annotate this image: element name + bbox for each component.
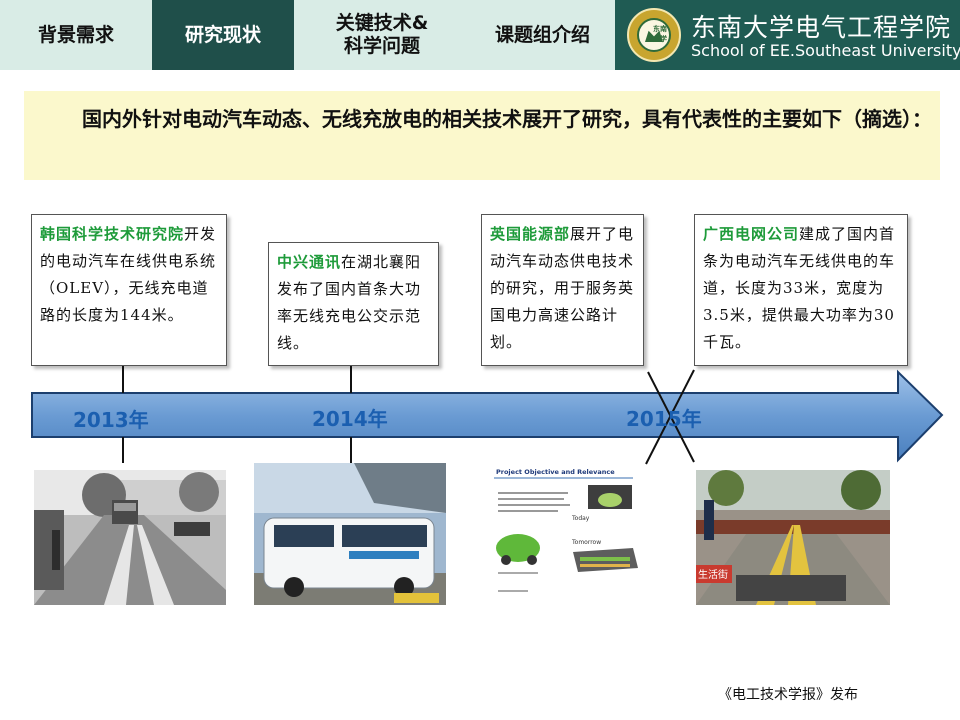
- event-org-zte: 中兴通讯: [277, 253, 342, 271]
- tab-background-label: 背景需求: [37, 23, 114, 46]
- intro-box: 国内外针对电动汽车动态、无线充放电的相关技术展开了研究，具有代表性的主要如下（摘…: [24, 91, 940, 180]
- slide-today: Today: [571, 515, 590, 522]
- event-box-kaist: 韩国科学技术研究院开发的电动汽车在线供电系统（OLEV），无线充电道路的长度为1…: [31, 214, 227, 366]
- tab-key-tech[interactable]: 关键技术& 科学问题: [294, 0, 470, 70]
- event-org-kaist: 韩国科学技术研究院: [40, 225, 185, 243]
- event-org-guangxi: 广西电网公司: [703, 225, 800, 243]
- tab-research-status-label: 研究现状: [184, 23, 261, 46]
- photo-uk-slide: Project Objective and Relevance Today To…: [488, 460, 638, 610]
- event-text-zte: 在湖北襄阳发布了国内首条大功率无线充电公交示范线。: [277, 253, 422, 352]
- intro-text: 国内外针对电动汽车动态、无线充放电的相关技术展开了研究，具有代表性的主要如下（摘…: [82, 107, 932, 131]
- tab-group-intro-label: 课题组介绍: [494, 23, 590, 46]
- source-credit: 《电工技术学报》发布: [718, 687, 858, 703]
- event-box-guangxi: 广西电网公司建成了国内首条为电动汽车无线供电的车道，长度为33米，宽度为3.5米…: [694, 214, 908, 366]
- top-nav: 背景需求 研究现状 关键技术& 科学问题 课题组介绍 东南大学 东南大学电气工程…: [0, 0, 960, 70]
- slide-tomorrow: Tomorrow: [571, 539, 601, 546]
- photo-guangxi-road: 生活街: [696, 470, 890, 605]
- tab-key-tech-label-line2: 科学问题: [343, 35, 420, 57]
- tab-research-status[interactable]: 研究现状: [152, 0, 294, 70]
- event-text-kaist: 开发的电动汽车在线供电系统（OLEV），无线充电道路的长度为144米。: [40, 225, 217, 324]
- year-2013: 2013年: [73, 408, 149, 432]
- photo-zte-bus: [254, 463, 446, 605]
- road-sign-text: 生活街: [698, 568, 728, 581]
- university-logo: 东南大学: [627, 8, 681, 62]
- photo-olev-road: [34, 470, 226, 605]
- event-box-uk-doe: 英国能源部展开了电动汽车动态供电技术的研究，用于服务英国电力高速公路计划。: [481, 214, 644, 366]
- university-brand: 东南大学 东南大学电气工程学院 School of EE.Southeast U…: [615, 0, 960, 70]
- logo-emblem-icon: [645, 30, 663, 42]
- brand-english-name: School of EE.Southeast University: [691, 41, 960, 60]
- tab-group-intro[interactable]: 课题组介绍: [470, 0, 615, 70]
- brand-chinese-name: 东南大学电气工程学院: [691, 13, 952, 42]
- event-text-uk-doe: 展开了电动汽车动态供电技术的研究，用于服务英国电力高速公路计划。: [490, 225, 635, 351]
- tab-background[interactable]: 背景需求: [0, 0, 152, 70]
- tab-key-tech-label-line1: 关键技术&: [335, 12, 429, 34]
- event-box-zte: 中兴通讯在湖北襄阳发布了国内首条大功率无线充电公交示范线。: [268, 242, 439, 366]
- event-text-guangxi: 建成了国内首条为电动汽车无线供电的车道，长度为33米，宽度为3.5米，提供最大功…: [703, 225, 896, 351]
- event-org-uk-doe: 英国能源部: [490, 225, 571, 243]
- year-2015: 2015年: [626, 407, 702, 431]
- slide-title: Project Objective and Relevance: [496, 468, 615, 476]
- year-2014: 2014年: [312, 407, 388, 431]
